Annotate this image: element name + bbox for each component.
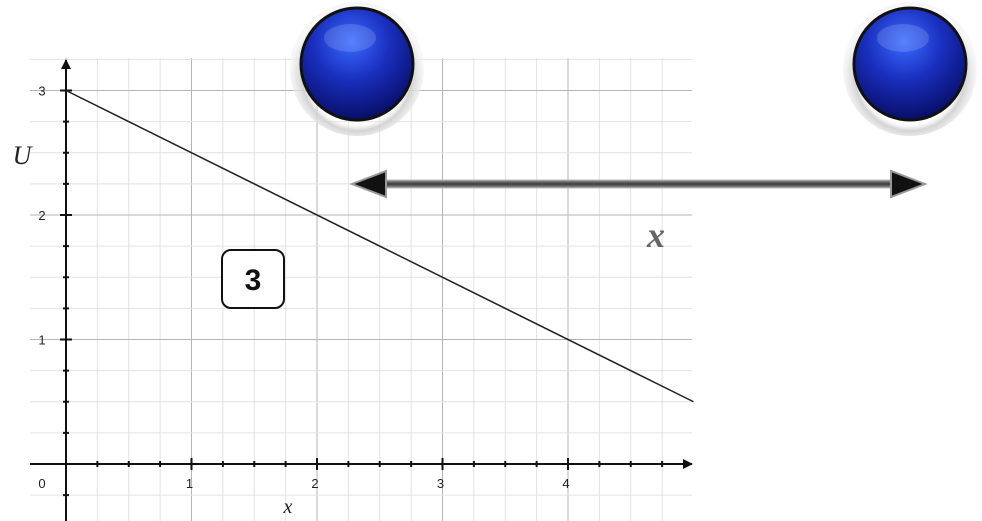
x-tick-label: 2 (311, 476, 318, 491)
label-badge: 3 (221, 249, 285, 309)
x-tick-label: 3 (437, 476, 444, 491)
y-tick-label: 3 (38, 84, 45, 99)
x-tick-label: 0 (38, 476, 45, 491)
plot-series (65, 89, 694, 403)
right-sphere-icon (843, 2, 977, 136)
plot-axes (30, 59, 693, 521)
separation-arrow-icon (349, 169, 928, 199)
x-axis-label: x (283, 496, 293, 518)
x-tick-label: 4 (562, 476, 569, 491)
y-tick-label: 2 (38, 208, 45, 223)
plot-tick-labels: 0 1 2 3 4 1 2 3 (38, 84, 569, 492)
left-sphere-icon (290, 2, 424, 136)
potential-energy-line (65, 89, 694, 403)
badge-label: 3 (245, 264, 262, 297)
y-tick-label: 1 (38, 333, 45, 348)
y-axis-label: U (13, 141, 34, 170)
separation-label: x (646, 215, 665, 255)
x-tick-label: 1 (186, 476, 193, 491)
